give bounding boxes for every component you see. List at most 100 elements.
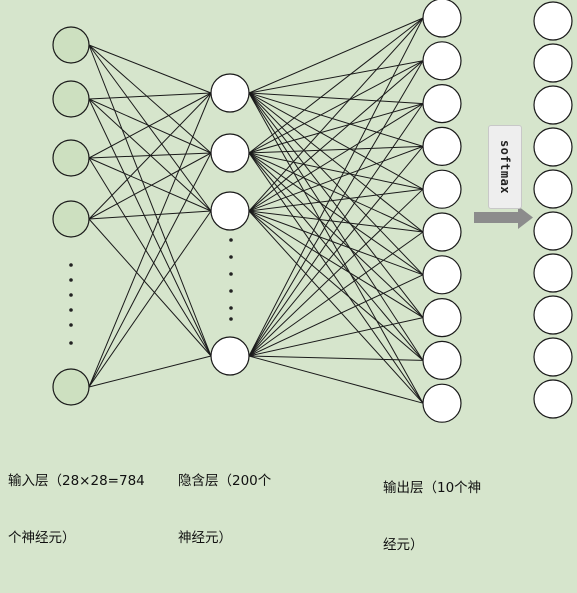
- output-caption-line-2: 经元）: [383, 537, 424, 553]
- edge-hidden-3-output-0: [248, 17, 424, 357]
- output-neuron-5: [422, 169, 462, 209]
- hidden-ellipsis-dot-5: [229, 306, 233, 310]
- edge-hidden-0-output-3: [248, 92, 424, 147]
- edge-hidden-3-output-6: [248, 274, 424, 357]
- edge-hidden-2-output-9: [248, 210, 424, 404]
- hidden-ellipsis-dot-2: [229, 255, 233, 259]
- hidden-ellipsis-dot-6: [229, 317, 233, 321]
- output-neuron-8: [422, 298, 462, 338]
- edge-input-4-hidden-2: [88, 210, 212, 388]
- hidden-neuron-3: [210, 191, 250, 231]
- edge-hidden-3-output-7: [248, 317, 424, 357]
- hidden-neuron-4: [210, 336, 250, 376]
- input-ellipsis-dot-1: [69, 263, 73, 267]
- edge-hidden-2-output-3: [248, 145, 424, 212]
- hidden-caption-line-2: 神经元）: [178, 530, 232, 546]
- input-neuron-1: [52, 26, 90, 64]
- softmax_out-neuron-1: [533, 1, 573, 41]
- edge-hidden-1-output-2: [248, 103, 424, 154]
- edge-hidden-2-output-4: [248, 188, 424, 212]
- edge-hidden-3-output-4: [248, 188, 424, 357]
- input-ellipsis-dot-2: [69, 278, 73, 282]
- hidden-neuron-1: [210, 73, 250, 113]
- output-neuron-6: [422, 212, 462, 252]
- edge-input-2-hidden-3: [88, 157, 212, 357]
- edge-hidden-2-output-1: [248, 60, 424, 212]
- output-layer-caption: 输出层（10个神 经元）: [383, 441, 481, 593]
- hidden-neuron-2: [210, 133, 250, 173]
- edge-hidden-3-output-5: [248, 231, 424, 357]
- edge-input-3-hidden-3: [88, 218, 212, 357]
- softmax_out-neuron-3: [533, 85, 573, 125]
- edge-input-1-hidden-3: [88, 98, 212, 357]
- edge-hidden-2-output-2: [248, 103, 424, 212]
- input-neuron-5: [52, 368, 90, 406]
- edge-hidden-0-output-7: [248, 92, 424, 318]
- ellipsis-dots: [69, 238, 233, 345]
- hidden-ellipsis-dot-1: [229, 238, 233, 242]
- edge-input-1-hidden-0: [88, 92, 212, 100]
- edge-hidden-0-output-0: [248, 17, 424, 94]
- edge-hidden-1-output-5: [248, 152, 424, 233]
- softmax_out-neuron-7: [533, 253, 573, 293]
- edge-input-4-hidden-1: [88, 152, 212, 388]
- input-neuron-4: [52, 200, 90, 238]
- edge-input-0-hidden-0: [88, 44, 212, 94]
- edge-hidden-1-output-0: [248, 17, 424, 154]
- input-neuron-2: [52, 80, 90, 118]
- network-svg: [52, 0, 573, 423]
- edge-hidden-1-output-7: [248, 152, 424, 318]
- input-ellipsis-dot-4: [69, 308, 73, 312]
- softmax_out-neuron-2: [533, 43, 573, 83]
- edge-hidden-3-output-1: [248, 60, 424, 357]
- edge-hidden-2-output-6: [248, 210, 424, 276]
- edge-hidden-1-output-1: [248, 60, 424, 154]
- hidden-caption-line-1: 隐含层（200个: [178, 473, 272, 489]
- softmax-box: [488, 125, 522, 209]
- input-caption-line-1: 输入层（28×28=784: [8, 473, 145, 489]
- edge-input-2-hidden-0: [88, 92, 212, 159]
- softmax_out-neuron-4: [533, 127, 573, 167]
- edge-input-0-hidden-2: [88, 44, 212, 212]
- hidden-ellipsis-dot-4: [229, 289, 233, 293]
- edge-hidden-0-output-4: [248, 92, 424, 190]
- edge-hidden-0-output-2: [248, 92, 424, 105]
- edge-input-0-hidden-1: [88, 44, 212, 154]
- edge-hidden-3-output-2: [248, 103, 424, 357]
- input-ellipsis-dot-6: [69, 341, 73, 345]
- input-ellipsis-dot-5: [69, 323, 73, 327]
- output-neuron-2: [422, 41, 462, 81]
- softmax-label: softmax: [498, 139, 512, 195]
- input-ellipsis-dot-3: [69, 293, 73, 297]
- edge-hidden-2-output-8: [248, 210, 424, 361]
- input-neuron-3: [52, 139, 90, 177]
- softmax-arrow: [474, 206, 533, 229]
- output-neuron-1: [422, 0, 462, 38]
- edge-input-4-hidden-3: [88, 355, 212, 388]
- edge-hidden-2-output-0: [248, 17, 424, 212]
- edge-hidden-0-output-6: [248, 92, 424, 276]
- edge-input-3-hidden-1: [88, 152, 212, 220]
- neurons: [52, 0, 573, 423]
- output-neuron-4: [422, 126, 462, 166]
- softmax_out-neuron-6: [533, 211, 573, 251]
- edge-hidden-0-output-5: [248, 92, 424, 233]
- input-layer-caption: 输入层（28×28=784 个神经元）: [8, 434, 145, 586]
- edge-hidden-3-output-8: [248, 355, 424, 361]
- edge-hidden-3-output-3: [248, 146, 424, 357]
- edge-input-3-hidden-0: [88, 92, 212, 220]
- edge-hidden-1-output-4: [248, 152, 424, 190]
- output-caption-line-1: 输出层（10个神: [383, 480, 482, 496]
- edge-hidden-3-output-9: [248, 355, 424, 404]
- output-neuron-10: [422, 383, 462, 423]
- output-neuron-9: [422, 340, 462, 380]
- network-diagram: softmax 输入层（28×28=784 个神经元） 隐含层（200个 神经元…: [8, 0, 573, 553]
- edge-input-4-hidden-0: [88, 92, 212, 388]
- connections: [88, 17, 424, 404]
- softmax_out-neuron-10: [533, 379, 573, 419]
- edge-hidden-1-output-6: [248, 152, 424, 276]
- softmax_out-neuron-8: [533, 295, 573, 335]
- input-caption-line-2: 个神经元）: [8, 530, 76, 546]
- edge-hidden-2-output-5: [248, 210, 424, 233]
- softmax_out-neuron-9: [533, 337, 573, 377]
